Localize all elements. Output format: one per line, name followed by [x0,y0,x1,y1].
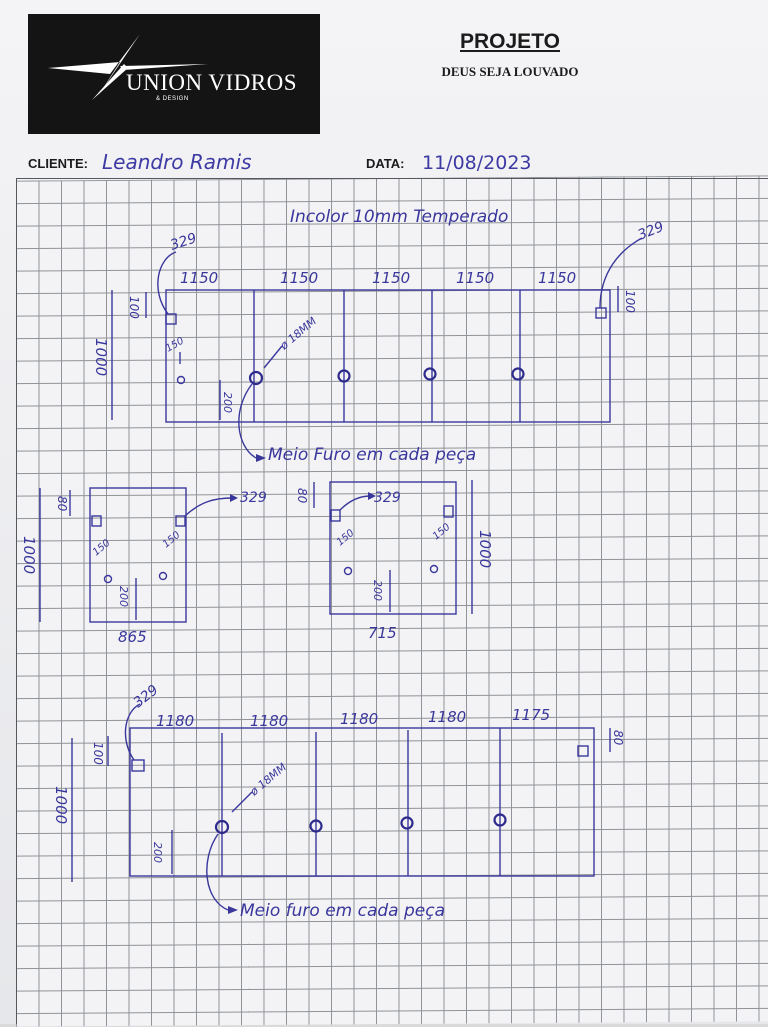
g1-top-offset-right: 100 [623,290,637,313]
g1-hole-height: 200 [221,392,234,413]
g2-top-offset-left: 100 [91,742,105,765]
g1-top-offset-left: 100 [127,296,141,319]
p715-hole-height: 200 [371,580,384,601]
project-title: PROJETO [460,30,560,53]
g2-height: 1000 [52,786,70,824]
panel-715: 1000 80 329 150 150 200 715 [295,480,494,642]
g2-hole-height: 200 [151,842,164,863]
g1-note: Meio Furo em cada peça [268,445,476,465]
company-logo: UNION VIDROS & DESIGN [28,14,320,134]
date-label: DATA: [366,156,405,171]
logo-name: UNION VIDROS [126,70,298,95]
g1-hole-diameter: ø 18MM [277,314,320,353]
p865-height: 1000 [20,536,38,574]
g1-height: 1000 [92,338,110,376]
g1-notch-right: 329 [636,219,667,244]
grid-border [16,178,768,1024]
g2-note: Meio furo em cada peça [240,901,445,921]
p865-width: 865 [118,628,147,646]
g1-hole-offset: 150 [164,336,186,355]
p715-hole-offset-right: 150 [431,522,453,543]
p715-hole-offset-left: 150 [335,528,357,549]
g2-width-5: 1175 [512,706,550,724]
g1-width-3: 1150 [372,269,410,287]
star-logo-icon [48,34,208,100]
p865-hole-offset-left: 150 [91,538,113,559]
g2-width-1: 1180 [156,712,194,730]
g1-width-1: 1150 [180,269,218,287]
logo-tagline: & DESIGN [156,96,189,102]
client-label: CLIENTE: [28,156,88,171]
client-value: Leandro Ramis [102,150,252,174]
project-subtitle: DEUS SEJA LOUVADO [441,64,579,79]
p715-height: 1000 [476,530,494,568]
panel-group-2: 1180 1180 1180 1180 1175 1000 100 80 329… [52,682,625,921]
g2-top-offset-right: 80 [611,730,625,746]
g2-width-4: 1180 [428,708,466,726]
p865-top-offset: 80 [55,496,69,512]
date-value: 11/08/2023 [422,152,532,174]
g1-width-5: 1150 [538,269,576,287]
g2-width-3: 1180 [340,710,378,728]
panel-865: 1000 80 329 150 150 200 865 [20,487,267,646]
drawing-title: Incolor 10mm Temperado [290,207,508,227]
p865-hole-height: 200 [117,586,130,607]
p715-notch: 329 [374,490,401,506]
g2-hole-diameter: ø 18MM [247,760,290,799]
p715-top-offset: 80 [295,488,309,504]
g1-notch-left: 329 [168,230,198,254]
g1-width-2: 1150 [280,269,318,287]
g2-width-2: 1180 [250,712,288,730]
p865-hole-offset-right: 150 [161,530,183,551]
g1-width-4: 1150 [456,269,494,287]
p715-width: 715 [368,624,397,642]
p865-notch: 329 [240,490,267,506]
panel-group-1: 1150 1150 1150 1150 1150 1000 100 100 32… [92,219,666,465]
